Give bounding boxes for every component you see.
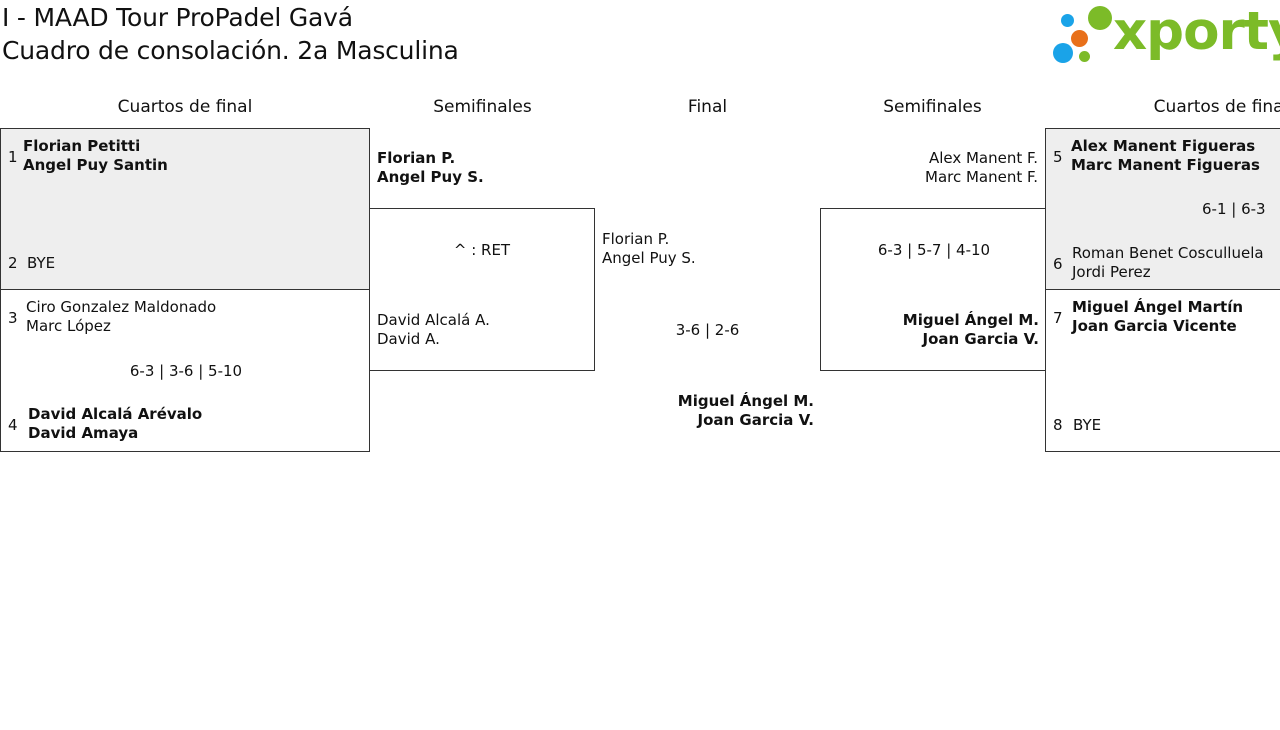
final-team-top-player: Angel Puy S. <box>602 249 696 267</box>
tournament-title: I - MAAD Tour ProPadel Gavá <box>2 3 353 32</box>
column-heading-final: Final <box>687 97 728 117</box>
player-name: David Amaya <box>28 424 139 442</box>
final-team-bottom-player: Joan Garcia V. <box>697 411 815 429</box>
final-score: 3-6 | 2-6 <box>675 321 740 339</box>
seed-number: 1 <box>8 148 18 166</box>
match-score: 6-3 | 3-6 | 5-10 <box>129 362 243 380</box>
seed-number: 8 <box>1053 416 1063 434</box>
player-name: Marc Manent Figueras <box>1071 156 1260 174</box>
match-right-qf-1[interactable]: 5 Alex Manent Figueras Marc Manent Figue… <box>1045 128 1280 290</box>
player-name: David A. <box>377 330 440 348</box>
match-left-sf[interactable]: ^ : RET David Alcalá A. David A. <box>369 208 595 371</box>
player-name: Ciro Gonzalez Maldonado <box>26 298 217 316</box>
player-name: David Alcalá Arévalo <box>28 405 203 423</box>
player-name: Miguel Ángel Martín <box>1072 298 1244 316</box>
player-name: Jordi Perez <box>1072 263 1151 281</box>
column-heading-right-semifinals: Semifinales <box>883 97 982 117</box>
right-sf-team-top-player: Marc Manent F. <box>925 168 1038 186</box>
column-heading-left-quarterfinals: Cuartos de final <box>117 97 253 117</box>
left-sf-team-top-player: Angel Puy S. <box>377 168 484 186</box>
logo-green-dot-small <box>1079 51 1090 62</box>
draw-title: Cuadro de consolación. 2a Masculina <box>2 36 459 65</box>
bye-label: BYE <box>1073 416 1102 434</box>
match-right-qf-2[interactable]: 7 Miguel Ángel Martín Joan Garcia Vicent… <box>1045 289 1280 452</box>
logo-wordmark: xporty <box>1113 1 1280 62</box>
left-sf-team-top-player: Florian P. <box>377 149 456 167</box>
seed-number: 7 <box>1053 309 1063 327</box>
right-sf-team-top-player: Alex Manent F. <box>928 149 1038 167</box>
match-right-sf[interactable]: 6-3 | 5-7 | 4-10 Miguel Ángel M. Joan Ga… <box>820 208 1046 371</box>
player-name: Florian Petitti <box>23 137 141 155</box>
match-score: ^ : RET <box>453 241 511 259</box>
bye-label: BYE <box>27 254 56 272</box>
player-name: Miguel Ángel M. <box>902 311 1039 329</box>
player-name: Roman Benet Cosculluela <box>1072 244 1264 262</box>
logo-green-dot <box>1088 6 1112 30</box>
player-name: Joan Garcia Vicente <box>1072 317 1237 335</box>
seed-number: 5 <box>1053 148 1063 166</box>
player-name: David Alcalá A. <box>377 311 490 329</box>
column-heading-right-quarterfinals: Cuartos de final <box>1153 97 1280 117</box>
logo-orange-dot <box>1071 30 1088 47</box>
match-score: 6-3 | 5-7 | 4-10 <box>877 241 991 259</box>
logo-blue-dot-small <box>1061 14 1074 27</box>
seed-number: 2 <box>8 254 18 272</box>
player-name: Marc López <box>26 317 111 335</box>
player-name: Alex Manent Figueras <box>1071 137 1256 155</box>
seed-number: 3 <box>8 309 18 327</box>
logo-blue-dot <box>1053 43 1073 63</box>
column-heading-left-semifinals: Semifinales <box>433 97 532 117</box>
player-name: Angel Puy Santin <box>23 156 168 174</box>
match-left-qf-1[interactable]: 1 Florian Petitti Angel Puy Santin 2 BYE <box>0 128 370 290</box>
match-left-qf-2[interactable]: 3 Ciro Gonzalez Maldonado Marc López 6-3… <box>0 289 370 452</box>
seed-number: 6 <box>1053 255 1063 273</box>
final-team-top-player: Florian P. <box>602 230 670 248</box>
seed-number: 4 <box>8 416 18 434</box>
player-name: Joan Garcia V. <box>922 330 1040 348</box>
xporty-logo[interactable]: xporty <box>1050 1 1280 68</box>
match-score: 6-1 | 6-3 <box>1202 200 1266 218</box>
final-team-bottom-player: Miguel Ángel M. <box>677 392 814 410</box>
